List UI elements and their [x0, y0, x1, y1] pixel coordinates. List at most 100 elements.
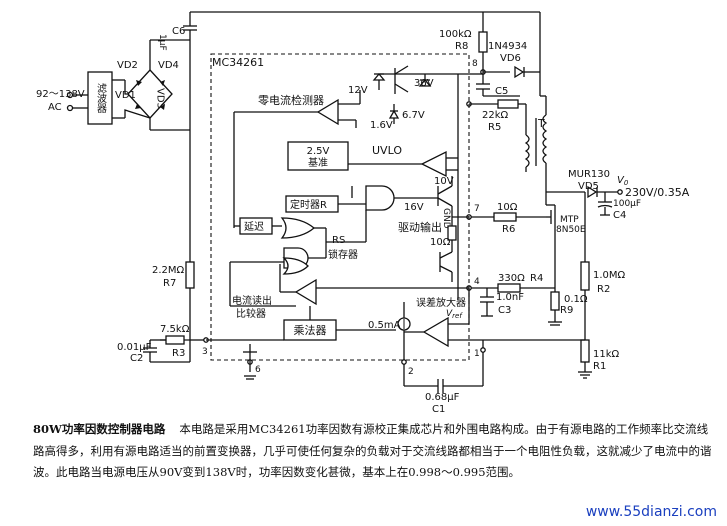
current-sense-comparator: [279, 264, 469, 306]
r1-value: 11kΩ: [593, 349, 620, 360]
compensation-c1: [401, 340, 486, 393]
gnd-pin-label: GND: [441, 208, 451, 229]
vo-sub: 0: [624, 179, 629, 187]
r8-label: R8: [455, 41, 468, 52]
internal-wiring: [229, 74, 459, 307]
c3-label: C3: [498, 305, 511, 316]
or-gate: [280, 217, 326, 239]
timer-block: 定时器R: [285, 195, 366, 213]
delay-block: 延迟: [234, 217, 282, 235]
input-network: [143, 335, 209, 363]
pin6-label: 6: [255, 365, 261, 375]
capacitor-c4: [597, 192, 613, 216]
timer-label: 定时器R: [290, 198, 327, 211]
svg-text:V0: V0: [617, 175, 629, 187]
c6-value: 1μF: [157, 34, 167, 51]
pin7-label: 7: [474, 204, 480, 214]
v36-label: 36V: [414, 78, 434, 89]
output-rating: 230V/0.35A: [625, 186, 690, 199]
ac-label: AC: [48, 102, 62, 113]
r5-value: 22kΩ: [482, 110, 509, 121]
mosfet-line2: 8N50E: [556, 225, 586, 235]
resistor-r5: [466, 99, 527, 135]
mult-label: 乘法器: [294, 323, 327, 337]
caption: 80W功率因数控制器电路本电路是采用MC34261功率因数有源校正集成芯片和外围…: [33, 419, 717, 484]
caption-title: 80W功率因数控制器电路: [33, 422, 166, 436]
r4-value: 330Ω: [498, 273, 525, 284]
c1-label: C1: [432, 404, 445, 415]
chip-outline: [210, 53, 470, 361]
zero-current-detector: [233, 90, 361, 228]
r7-label: R7: [163, 278, 176, 289]
cs-line2: 比较器: [236, 307, 266, 320]
diode-vd5: [546, 185, 623, 199]
uvlo-label: UVLO: [372, 144, 402, 157]
v12-label: 12V: [348, 85, 368, 96]
capacitor-c5: [476, 72, 520, 97]
reference-block: 2.5V 基准: [287, 141, 349, 171]
vo-label: V: [617, 175, 625, 186]
ac-input-section: 滤波器: [66, 39, 190, 131]
filter-label: 滤波器: [95, 82, 107, 114]
error-amplifier: [404, 288, 483, 348]
r4-label: R4: [530, 273, 543, 284]
r9-value: 0.1Ω: [564, 294, 588, 305]
vd5-label: VD5: [578, 181, 599, 192]
vd5-part: MUR130: [568, 169, 610, 180]
r5-label: R5: [488, 122, 501, 133]
r8-value: 100kΩ: [439, 29, 472, 40]
vref-sub: ref: [452, 312, 463, 320]
resistor-r4: [466, 283, 555, 293]
circuit-diagram: 滤波器 1μF C6 MC34261 100kΩ R8 1N4: [36, 11, 690, 415]
mosfet-line1: MTP: [560, 215, 579, 225]
filter-box: [87, 71, 113, 125]
vd1-label: VD1: [115, 90, 136, 101]
resistor-r9: [548, 280, 562, 326]
r2-label: R2: [597, 284, 610, 295]
c2-label: C2: [130, 353, 143, 364]
r7-value: 2.2MΩ: [152, 265, 185, 276]
pin6-ground: [243, 344, 257, 380]
r9-label: R9: [560, 305, 573, 316]
zener-section: [372, 65, 483, 94]
ref-line2: 基准: [308, 156, 328, 169]
svg-text:Vref: Vref: [446, 309, 463, 320]
pin3-label: 3: [202, 347, 208, 357]
r1-label: R1: [593, 361, 606, 372]
v10-label: 10V: [434, 176, 454, 187]
r6-label: R6: [502, 224, 515, 235]
c4-label: C4: [613, 210, 626, 221]
vd2-label: VD2: [117, 60, 138, 71]
multiplier: 乘法器: [206, 306, 396, 341]
c6-label: C6: [172, 26, 185, 37]
transformer-t: [524, 84, 548, 192]
current-source: [397, 302, 411, 360]
ma-label: 0.5mA: [368, 320, 401, 331]
diode-vd6: [483, 65, 540, 79]
cs-line1: 电流读出: [232, 294, 272, 307]
t-label: T: [537, 117, 545, 130]
v16b-label: 16V: [404, 202, 424, 213]
c2-value: 0.01μF: [117, 342, 152, 353]
chip-label: MC34261: [212, 56, 264, 69]
r6-value: 10Ω: [497, 202, 518, 213]
v16a-label: 1.6V: [370, 120, 393, 131]
c3-value: 1.0nF: [496, 292, 524, 303]
resistor-r6: [466, 212, 546, 222]
c4-value: 100μF: [613, 199, 641, 209]
delay-label: 延迟: [244, 220, 264, 233]
vd4-label: VD4: [158, 60, 179, 71]
ref-line1: 2.5V: [307, 146, 330, 157]
pin4-label: 4: [474, 277, 480, 287]
c1-value: 0.68μF: [425, 392, 460, 403]
watermark: www.55dianzi.com: [585, 504, 717, 520]
v67-label: 6.7V: [402, 110, 425, 121]
and-gate-top: [365, 185, 438, 211]
zener-67v: [388, 104, 400, 124]
caption-body: 本电路是采用MC34261功率因数有源校正集成芯片和外围电路构成。由于有源电路的…: [33, 422, 712, 479]
c5-label: C5: [495, 86, 508, 97]
pin8-label: 8: [472, 59, 478, 69]
r3-value: 7.5kΩ: [160, 324, 190, 335]
drive-out-label: 驱动输出: [398, 220, 442, 234]
driver-stage: [437, 176, 469, 282]
